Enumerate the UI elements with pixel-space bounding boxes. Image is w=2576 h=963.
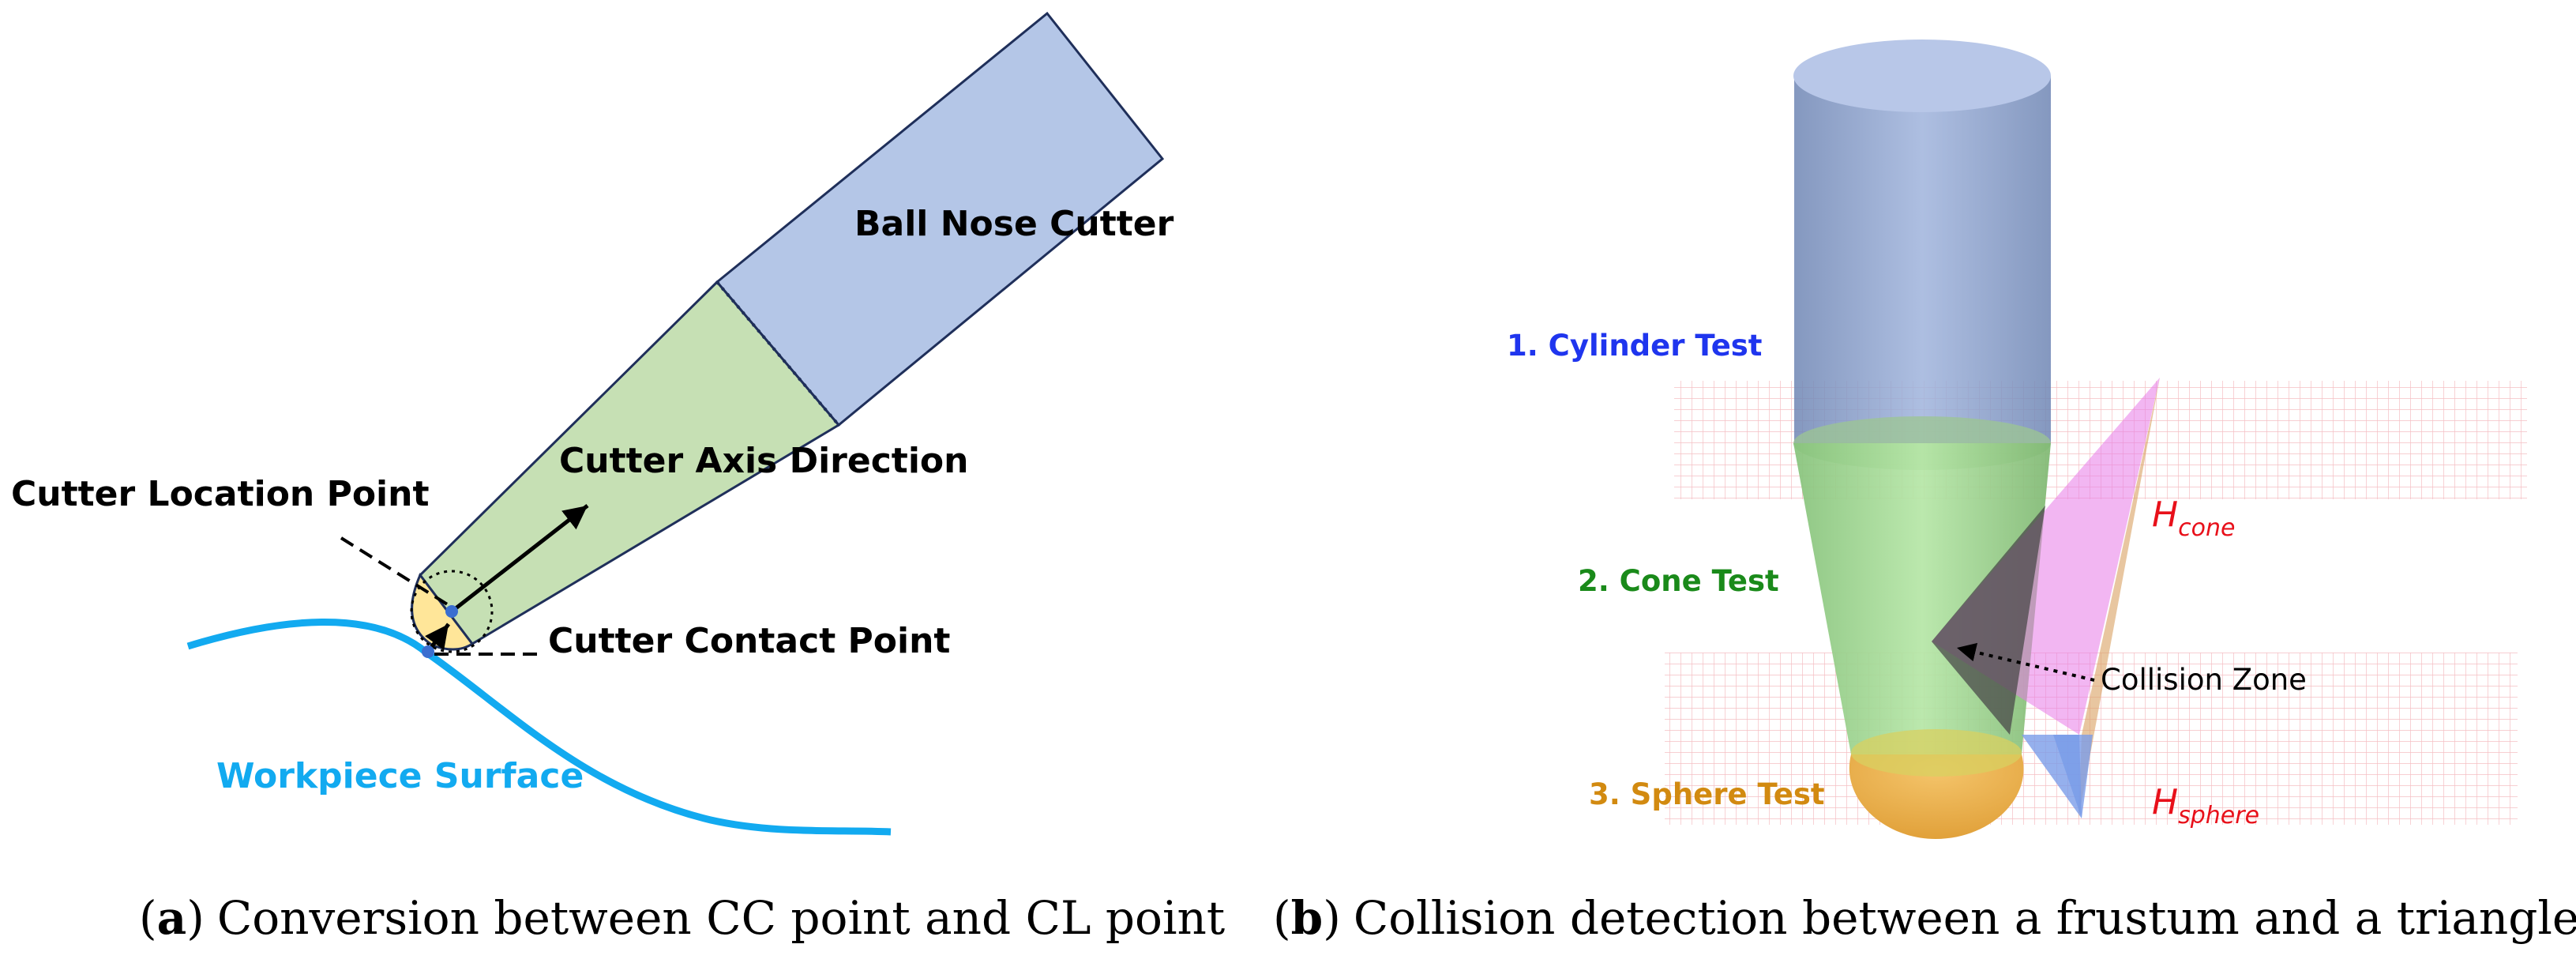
h-cone-sub: cone <box>2178 514 2235 542</box>
collision-zone-shade <box>1932 506 2045 735</box>
caption-a: (a)Conversion between CC point and CL po… <box>139 891 1225 945</box>
cylinder-top <box>1793 39 2051 112</box>
cylinder-body <box>1794 76 2051 443</box>
h-sphere-sub: sphere <box>2178 802 2259 829</box>
cutter-location-point-label: Cutter Location Point <box>11 474 429 514</box>
cylinder-test-label: 1. Cylinder Test <box>1507 329 1763 363</box>
sphere-test-label: 3. Sphere Test <box>1589 777 1825 811</box>
cone-test-label: 2. Cone Test <box>1578 564 1779 598</box>
cutter-contact-point-label: Cutter Contact Point <box>548 621 950 661</box>
collision-triangle-back <box>2078 378 2160 818</box>
h-cone-main: H <box>2152 495 2178 535</box>
cutter-axis-arrow <box>450 504 589 613</box>
workpiece-surface-label: Workpiece Surface <box>216 756 584 796</box>
collision-zone-label: Collision Zone <box>2101 663 2307 697</box>
panel-a: Ball Nose Cutter Cutter Axis Direction C… <box>11 11 1174 836</box>
collision-zone-arrow <box>1956 642 2095 682</box>
h-cone-label: Hcone <box>2152 495 2235 542</box>
sphere-top-ring <box>1851 729 2022 777</box>
caption-b-text: Collision detection between a frustum an… <box>1354 891 2576 945</box>
collision-triangle-blue-part <box>2022 735 2093 818</box>
sphere-end <box>1849 754 2024 839</box>
caption-a-letter: a <box>157 891 187 945</box>
ball-radius-circle <box>410 570 494 653</box>
cutter-contact-point-marker <box>422 645 434 658</box>
cutter-location-point-marker <box>445 605 458 618</box>
h-sphere-main: H <box>2152 782 2178 822</box>
workpiece-surface-curve <box>186 619 892 836</box>
cutter-axis-direction-label: Cutter Axis Direction <box>559 441 968 481</box>
panel-b: 1. Cylinder Test 2. Cone Test 3. Sphere … <box>1507 39 2527 839</box>
caption-b: (b)Collision detection between a frustum… <box>1273 891 2576 945</box>
ball-nose-cutter-label: Ball Nose Cutter <box>854 204 1174 244</box>
caption-b-letter: b <box>1291 891 1324 945</box>
caption-a-text: Conversion between CC point and CL point <box>217 891 1225 945</box>
h-sphere-label: Hsphere <box>2152 782 2259 829</box>
